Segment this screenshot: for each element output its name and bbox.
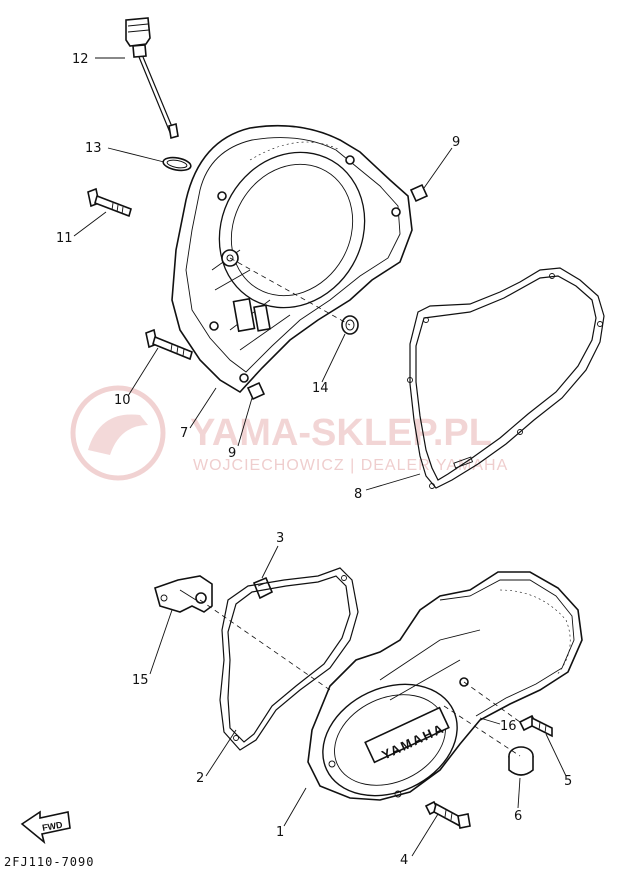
plug-3-part: [252, 576, 274, 600]
bolt-10-part: [145, 328, 193, 361]
callout-12: 12: [72, 52, 89, 67]
dowel-9-lower-part: [246, 381, 266, 401]
crankcase-cover-1-part: YAMAHA: [307, 571, 583, 801]
callout-1: 1: [276, 825, 284, 840]
watermark-subtitle: WOJCIECHOWICZ | DEALER YAMAHA: [193, 457, 508, 474]
plug-6-part: [508, 746, 534, 776]
watermark-brand: YAMA-SKLEP.PL: [190, 412, 492, 454]
bolt-4-part: [424, 800, 471, 829]
callout-3: 3: [276, 531, 284, 546]
callout-10: 10: [114, 393, 131, 408]
o-ring-part: [162, 156, 192, 172]
leader-lines: [73, 57, 567, 857]
gasket-2-part: [219, 567, 359, 751]
yamaha-logo-plate: [364, 706, 450, 764]
dowel-9-upper-part: [409, 183, 429, 203]
inner-crankcase-cover: [171, 124, 413, 394]
fwd-arrow-icon: FWD: [20, 810, 71, 845]
callout-14: 14: [312, 381, 329, 396]
callout-2: 2: [196, 771, 204, 786]
callout-7: 7: [180, 426, 188, 441]
callout-13: 13: [85, 141, 102, 156]
callout-16: 16: [500, 719, 517, 734]
bolt-16-part: [518, 714, 553, 738]
bracket-15-part: [154, 575, 213, 613]
callout-9-lower: 9: [228, 446, 236, 461]
callout-11: 11: [56, 231, 73, 246]
diagram-code: 2FJ110-7090: [4, 855, 94, 869]
callout-5: 5: [564, 774, 572, 789]
dipstick-part: [125, 17, 179, 140]
fwd-label: FWD: [41, 820, 63, 833]
watermark: YAMA-SKLEP.PL WOJCIECHOWICZ | DEALER YAM…: [70, 385, 508, 481]
bolt-11-part: [87, 187, 132, 218]
callout-9-upper: 9: [452, 135, 460, 150]
callout-15: 15: [132, 673, 149, 688]
callout-6: 6: [514, 809, 522, 824]
gasket-8-part: [407, 267, 605, 489]
callout-8: 8: [354, 487, 362, 502]
watermark-logo-icon: [70, 385, 166, 481]
callout-4: 4: [400, 853, 408, 868]
